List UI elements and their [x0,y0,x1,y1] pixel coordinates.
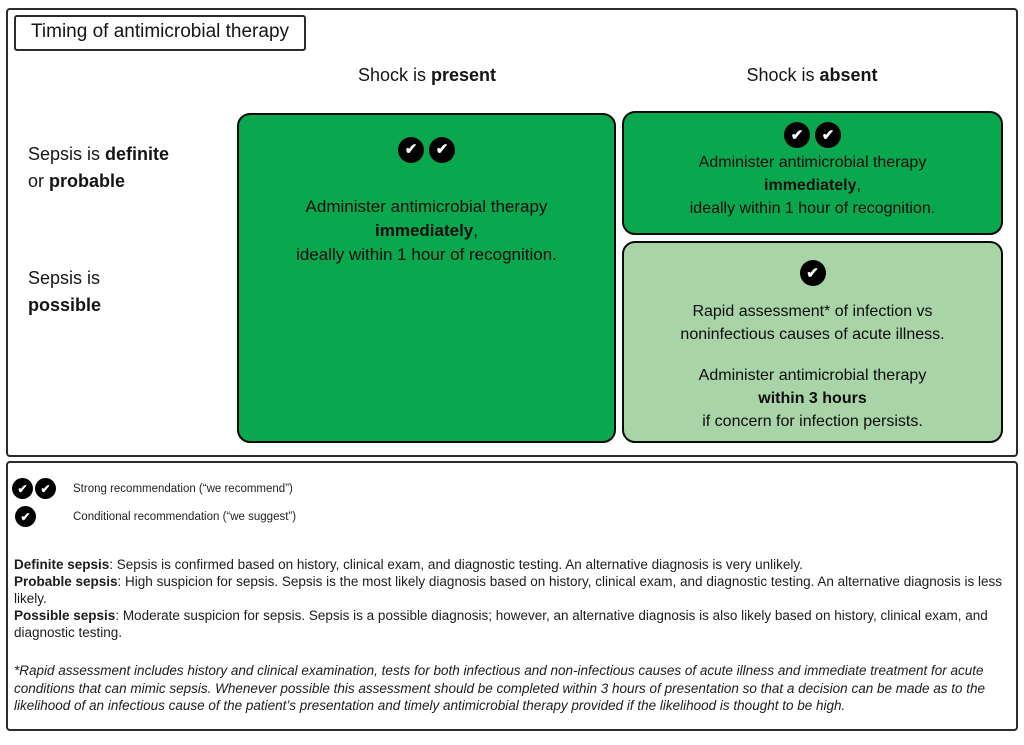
cell-line-bold: immediately [375,221,474,240]
row-label-bold: definite [105,144,170,164]
row-label-sepsis-possible: Sepsis is possible [28,265,101,319]
rapid-assessment-text: Rapid assessment* of infection vs noninf… [624,300,1001,346]
cell-line: ideally within 1 hour of recognition. [296,245,557,264]
column-header-shock-present: Shock is present [237,65,617,86]
cell-shock-present: ✔ ✔ Administer antimicrobial therapy imm… [237,113,616,443]
strong-recommendation-badge: ✔ ✔ [624,122,1001,148]
figure-title-text: Timing of antimicrobial therapy [31,21,290,42]
checkmark-icon: ✔ [784,122,810,148]
legend-strong-recommendation: ✔ ✔ Strong recommendation (“we recommend… [12,478,293,499]
definition-text: : High suspicion for sepsis. Sepsis is t… [14,574,1002,606]
header-bold-text: absent [819,65,878,85]
row-label-text: Sepsis is [28,144,106,164]
definition-text: : Sepsis is confirmed based on history, … [109,557,803,572]
cell-line: Administer antimicrobial therapy [698,367,927,384]
legend-label: Conditional recommendation (“we suggest”… [73,510,297,523]
header-text: Shock is [357,65,431,85]
cell-recommendation-text: Administer antimicrobial therapy immedia… [239,195,614,267]
checkmark-icon: ✔ [15,506,36,527]
definition-probable-sepsis: Probable sepsis: High suspicion for seps… [14,573,1002,607]
cell-line-bold: within 3 hours [758,390,867,407]
single-checkmark-icon: ✔ [12,506,64,527]
rapid-assessment-footnote: *Rapid assessment includes history and c… [14,663,986,713]
cell-line: Rapid assessment* of infection vs [692,303,933,320]
row-label-sepsis-definite-probable: Sepsis is definite or probable [28,141,169,195]
definition-term: Probable sepsis [14,574,118,589]
definition-definite-sepsis: Definite sepsis: Sepsis is confirmed bas… [14,556,1002,573]
cell-line: Administer antimicrobial therapy [305,197,548,216]
checkmark-icon: ✔ [815,122,841,148]
checkmark-icon: ✔ [429,137,455,163]
cell-shock-absent-definite: ✔ ✔ Administer antimicrobial therapy imm… [622,111,1003,235]
row-label-bold: probable [49,171,126,191]
cell-line: , [473,221,478,240]
cell-line-bold: immediately [764,177,857,194]
cell-shock-absent-possible: ✔ Rapid assessment* of infection vs noni… [622,241,1003,443]
cell-line: ideally within 1 hour of recognition. [689,200,936,217]
checkmark-icon: ✔ [35,478,56,499]
definition-term: Possible sepsis [14,608,116,623]
checkmark-icon: ✔ [12,478,33,499]
definition-text: : Moderate suspicion for sepsis. Sepsis … [14,608,988,640]
legend-definitions-panel [6,461,1018,731]
row-label-text: or [28,171,50,191]
checkmark-icon: ✔ [398,137,424,163]
header-bold-text: present [431,65,497,85]
header-text: Shock is [746,65,820,85]
double-checkmark-icon: ✔ ✔ [12,478,64,499]
sepsis-definitions: Definite sepsis: Sepsis is confirmed bas… [14,556,1002,641]
cell-recommendation-text: Administer antimicrobial therapy immedia… [624,151,1001,220]
conditional-recommendation-badge: ✔ [624,260,1001,286]
administer-within-3-hours-text: Administer antimicrobial therapy within … [624,364,1001,433]
strong-recommendation-badge: ✔ ✔ [239,137,614,163]
checkmark-icon: ✔ [799,260,826,286]
cell-line: Administer antimicrobial therapy [698,154,927,171]
definition-possible-sepsis: Possible sepsis: Moderate suspicion for … [14,607,1002,641]
column-header-shock-absent: Shock is absent [622,65,1002,86]
cell-recommendation-text: Rapid assessment* of infection vs noninf… [624,300,1001,433]
definition-term: Definite sepsis [14,557,110,572]
row-label-text: Sepsis is [28,268,101,288]
cell-line: , [856,177,861,194]
legend-label: Strong recommendation (“we recommend”) [73,482,293,495]
legend-conditional-recommendation: ✔ Conditional recommendation (“we sugges… [12,506,296,527]
cell-line: if concern for infection persists. [702,413,923,430]
row-label-bold: possible [28,295,102,315]
cell-line: noninfectious causes of acute illness. [680,326,945,343]
figure-title: Timing of antimicrobial therapy [14,15,307,51]
